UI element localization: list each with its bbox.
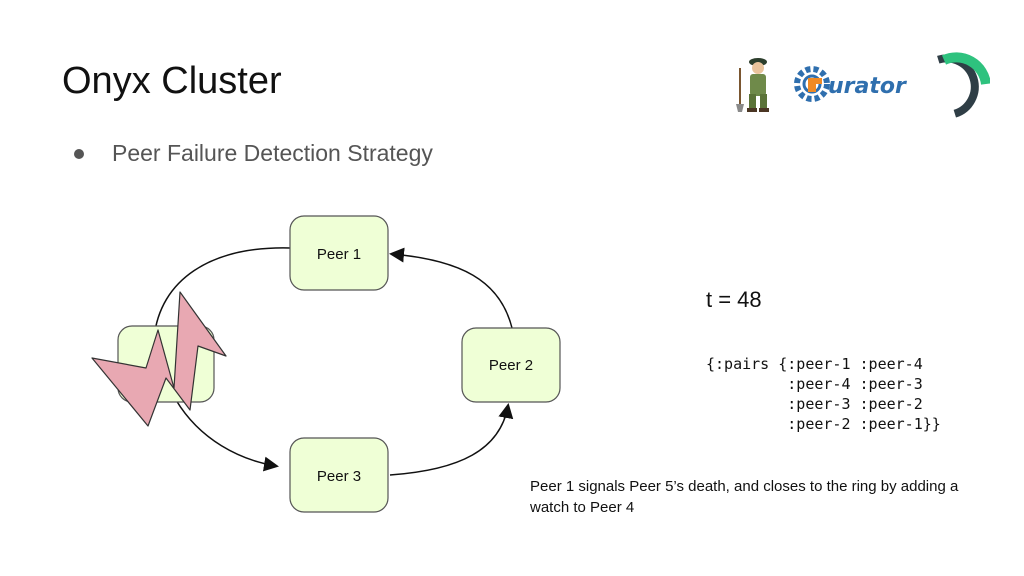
slide-title: Onyx Cluster (62, 60, 282, 102)
node-peer-1: Peer 1 (289, 215, 389, 291)
code-line: :peer-4 :peer-3 (706, 375, 923, 393)
node-peer-2: Peer 2 (461, 327, 561, 403)
curator-logo: urator (794, 66, 907, 102)
code-line: :peer-2 :peer-1}} (706, 415, 941, 433)
edge-peer5-to-peer3 (175, 399, 279, 472)
edge-peer3-to-peer2 (389, 403, 514, 476)
bullet-dot (74, 148, 84, 159)
node-peer-3: Peer 3 (289, 437, 389, 513)
logo-strip: urator (736, 52, 990, 118)
lightning-bolt-icon (91, 291, 227, 427)
onyx-logo (937, 52, 990, 118)
curator-wordmark: urator (828, 74, 907, 99)
node-peer-3-label: Peer 3 (317, 468, 361, 485)
node-peer-1-label: Peer 1 (317, 246, 361, 263)
edge-peer1-to-peer5 (147, 247, 291, 341)
node-peer-2-label: Peer 2 (489, 357, 533, 374)
ring-diagram: Peer 1 Peer 2 Peer 3 (91, 215, 561, 513)
edge-peer2-to-peer1 (389, 247, 513, 329)
caption-text: Peer 1 signals Peer 5’s death, and close… (530, 478, 959, 516)
bullet-text: Peer Failure Detection Strategy (112, 140, 433, 166)
code-line: :peer-3 :peer-2 (706, 395, 923, 413)
pairs-code-block: {:pairs {:peer-1 :peer-4 :peer-4 :peer-3… (706, 354, 941, 434)
code-line: {:pairs {:peer-1 :peer-4 (706, 355, 923, 373)
zookeeper-logo (736, 58, 769, 112)
time-label: t = 48 (706, 287, 762, 312)
bullet-item: Peer Failure Detection Strategy (74, 140, 433, 167)
